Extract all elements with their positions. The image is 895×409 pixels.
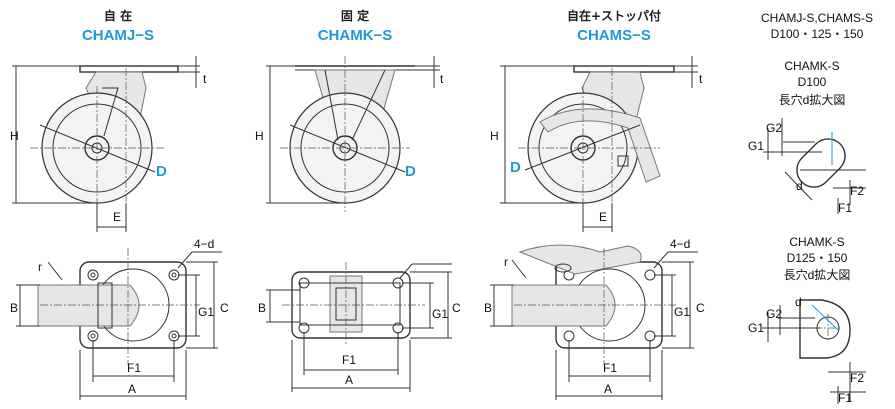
dim-b-2: B [258, 301, 266, 315]
dim-b-3: B [484, 301, 492, 315]
dim-e-3: E [599, 210, 607, 224]
dim-t-1: t [203, 72, 207, 86]
note-3-line-3: 長穴d拡大図 [784, 267, 851, 282]
note-3-line-2: D125・150 [787, 251, 848, 265]
slot1-f2: F2 [850, 184, 864, 198]
slot2-g2: G2 [766, 307, 782, 321]
note-1-line-2: D100・125・150 [771, 27, 864, 41]
dim-hole-3: 4−d [670, 237, 690, 251]
dim-g1-2: G1 [432, 307, 448, 321]
slot2-d: d [795, 295, 802, 309]
dim-a-3: A [604, 382, 612, 396]
dim-g1-1: G1 [198, 305, 214, 319]
dim-c-3: C [696, 301, 705, 315]
dim-t-3: t [699, 72, 703, 86]
variant-2-type: 固 定 [341, 8, 369, 23]
dim-t-2: t [440, 72, 444, 86]
note-2-line-1: CHAMK-S [784, 59, 839, 73]
slot2-g1: G1 [748, 321, 764, 335]
dim-d-2: D [405, 163, 416, 180]
variant-3-code: CHAMS−S [577, 27, 651, 44]
top-view-chamk [266, 262, 452, 392]
slot2-f1: F1 [838, 391, 852, 405]
dim-h-3: H [490, 129, 499, 143]
side-view-chamj [12, 56, 200, 232]
variant-2-code: CHAMK−S [318, 27, 393, 44]
dim-f1-3: F1 [603, 361, 617, 375]
side-view-chams [500, 56, 698, 232]
slot1-g2: G2 [766, 121, 782, 135]
dim-b-1: B [10, 301, 18, 315]
slot-detail-d100 [763, 118, 866, 214]
slot1-f1: F1 [838, 201, 852, 215]
dim-e-1: E [113, 210, 121, 224]
dim-h-1: H [10, 129, 19, 143]
slot-detail-d125-150 [762, 299, 866, 404]
dim-c-2: C [452, 301, 461, 315]
variant-1-type: 自 在 [104, 8, 132, 23]
note-1-line-1: CHAMJ-S,CHAMS-S [761, 11, 873, 25]
side-view-chamk [266, 56, 440, 212]
variant-1-code: CHAMJ−S [82, 27, 154, 44]
note-2-line-3: 長穴d拡大図 [779, 92, 846, 107]
dim-d-1: D [156, 163, 167, 180]
dim-h-2: H [255, 129, 264, 143]
slot2-f2: F2 [850, 371, 864, 385]
slot1-d: d [796, 179, 803, 193]
dim-g1-3: G1 [674, 305, 690, 319]
top-view-chams [490, 244, 698, 400]
note-2-line-2: D100 [798, 75, 827, 89]
dim-a-2: A [345, 373, 353, 387]
dim-d-3: D [510, 159, 521, 176]
dim-r-3: r [504, 255, 508, 269]
dim-hole-1: 4−d [194, 237, 214, 251]
note-3-line-1: CHAMK-S [789, 235, 844, 249]
variant-3-type: 自在+ストッパ付 [567, 8, 661, 23]
dim-c-1: C [220, 301, 229, 315]
dim-a-1: A [128, 382, 136, 396]
dim-f1-2: F1 [342, 353, 356, 367]
dim-f1-1: F1 [127, 361, 141, 375]
dim-r-1: r [38, 260, 42, 274]
top-view-chamj [16, 248, 222, 400]
slot1-g1: G1 [748, 139, 764, 153]
